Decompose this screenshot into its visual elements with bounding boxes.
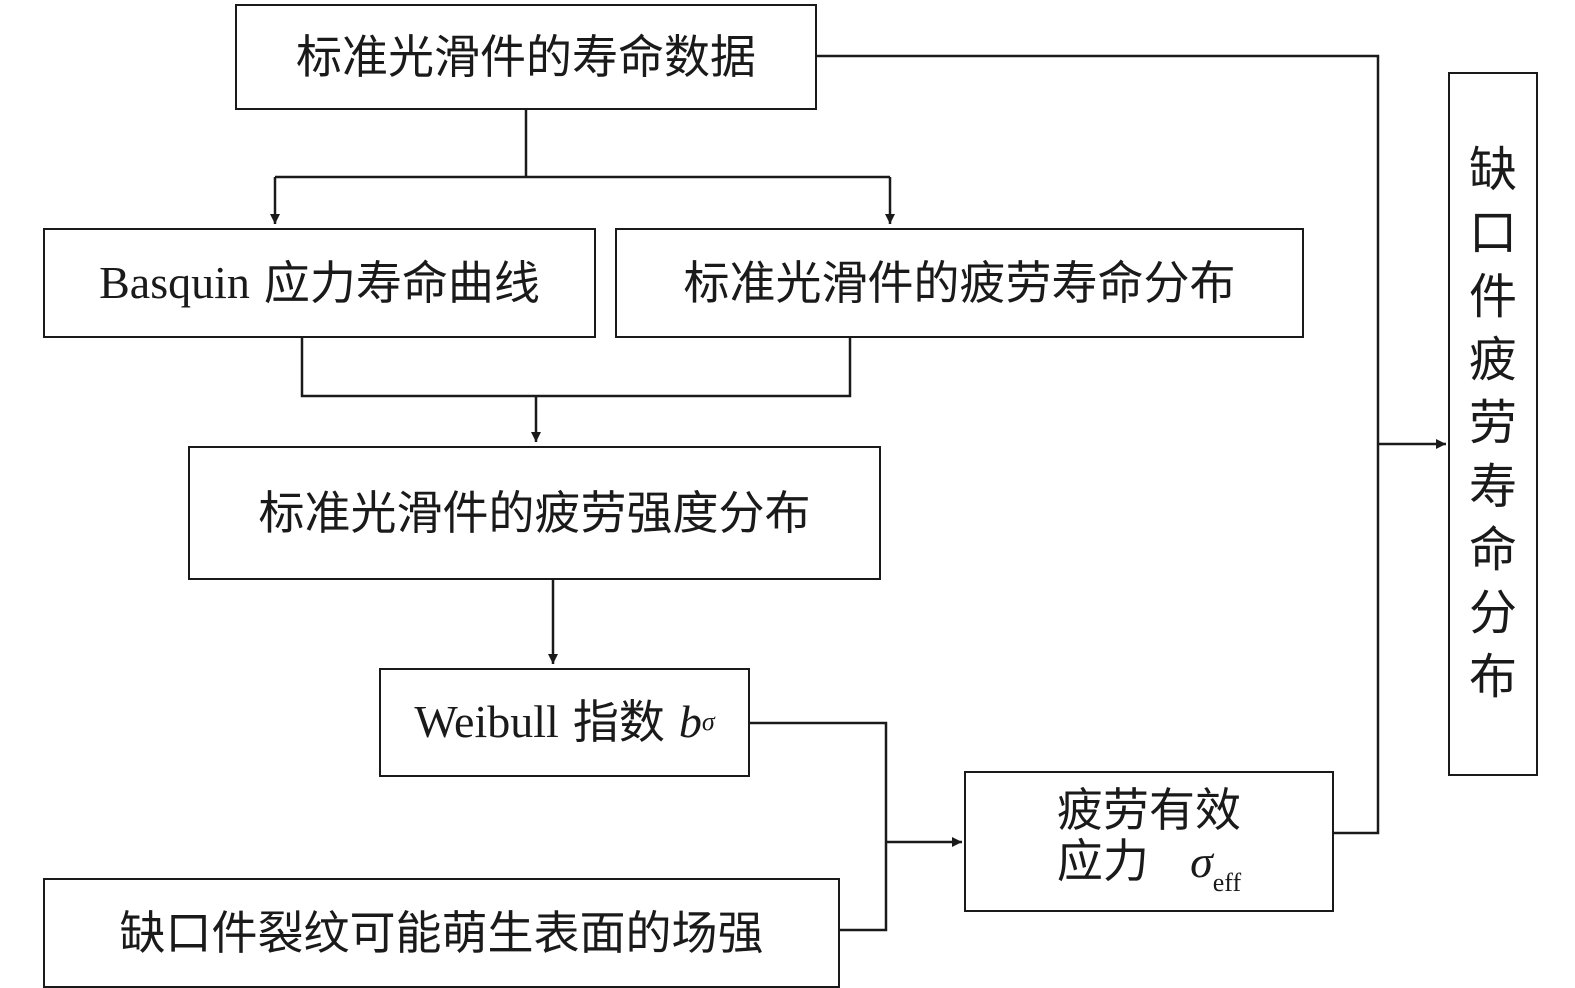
node-smooth-fatigue-strength-dist: 标准光滑件的疲劳强度分布: [188, 446, 881, 580]
node-notch-surface-field-label: 缺口件裂纹可能萌生表面的场强: [119, 905, 764, 960]
node-basquin-curve: Basquin 应力寿命曲线: [43, 228, 596, 338]
node-smooth-life-data: 标准光滑件的寿命数据: [235, 4, 817, 110]
node-smooth-fatigue-strength-dist-label: 标准光滑件的疲劳强度分布: [258, 485, 811, 540]
node-effective-stress-line2-wrap: 应力 σeff: [1057, 836, 1241, 898]
node-notch-fatigue-life-dist: 缺 口 件 疲 劳 寿 命 分 布: [1448, 72, 1538, 776]
vertical-char: 命: [1468, 522, 1517, 579]
node-weibull-latin: Weibull: [414, 696, 559, 748]
effective-stress-subscript: eff: [1212, 868, 1242, 897]
vertical-char: 疲: [1468, 331, 1517, 388]
node-basquin-cjk: 应力寿命曲线: [263, 255, 540, 310]
vertical-char: 口: [1468, 205, 1517, 262]
vertical-char: 劳: [1468, 395, 1517, 452]
weibull-symbol-subscript: σ: [701, 707, 715, 737]
vertical-char: 件: [1468, 268, 1517, 325]
vertical-char: 布: [1468, 648, 1517, 705]
node-smooth-fatigue-life-dist: 标准光滑件的疲劳寿命分布: [615, 228, 1304, 338]
node-effective-stress-line1: 疲劳有效: [1057, 783, 1241, 838]
weibull-symbol-b: b: [678, 696, 702, 748]
node-weibull-cjk: 指数: [572, 695, 665, 750]
node-notch-surface-field: 缺口件裂纹可能萌生表面的场强: [43, 878, 840, 988]
vertical-char: 分: [1468, 585, 1517, 642]
connector-weibull-out: [750, 721, 888, 932]
node-basquin-latin: Basquin: [99, 256, 250, 308]
vertical-char: 缺: [1468, 141, 1517, 198]
node-smooth-fatigue-life-dist-label: 标准光滑件的疲劳寿命分布: [683, 255, 1236, 310]
node-smooth-life-data-label: 标准光滑件的寿命数据: [296, 29, 756, 84]
vertical-char: 寿: [1468, 458, 1517, 515]
effective-stress-symbol: σ: [1190, 836, 1213, 887]
connector-life-data-right: [817, 54, 1380, 835]
node-effective-stress: 疲劳有效 应力 σeff: [964, 771, 1334, 912]
connector-merge: [300, 338, 852, 398]
node-effective-stress-line2: 应力: [1056, 834, 1149, 888]
